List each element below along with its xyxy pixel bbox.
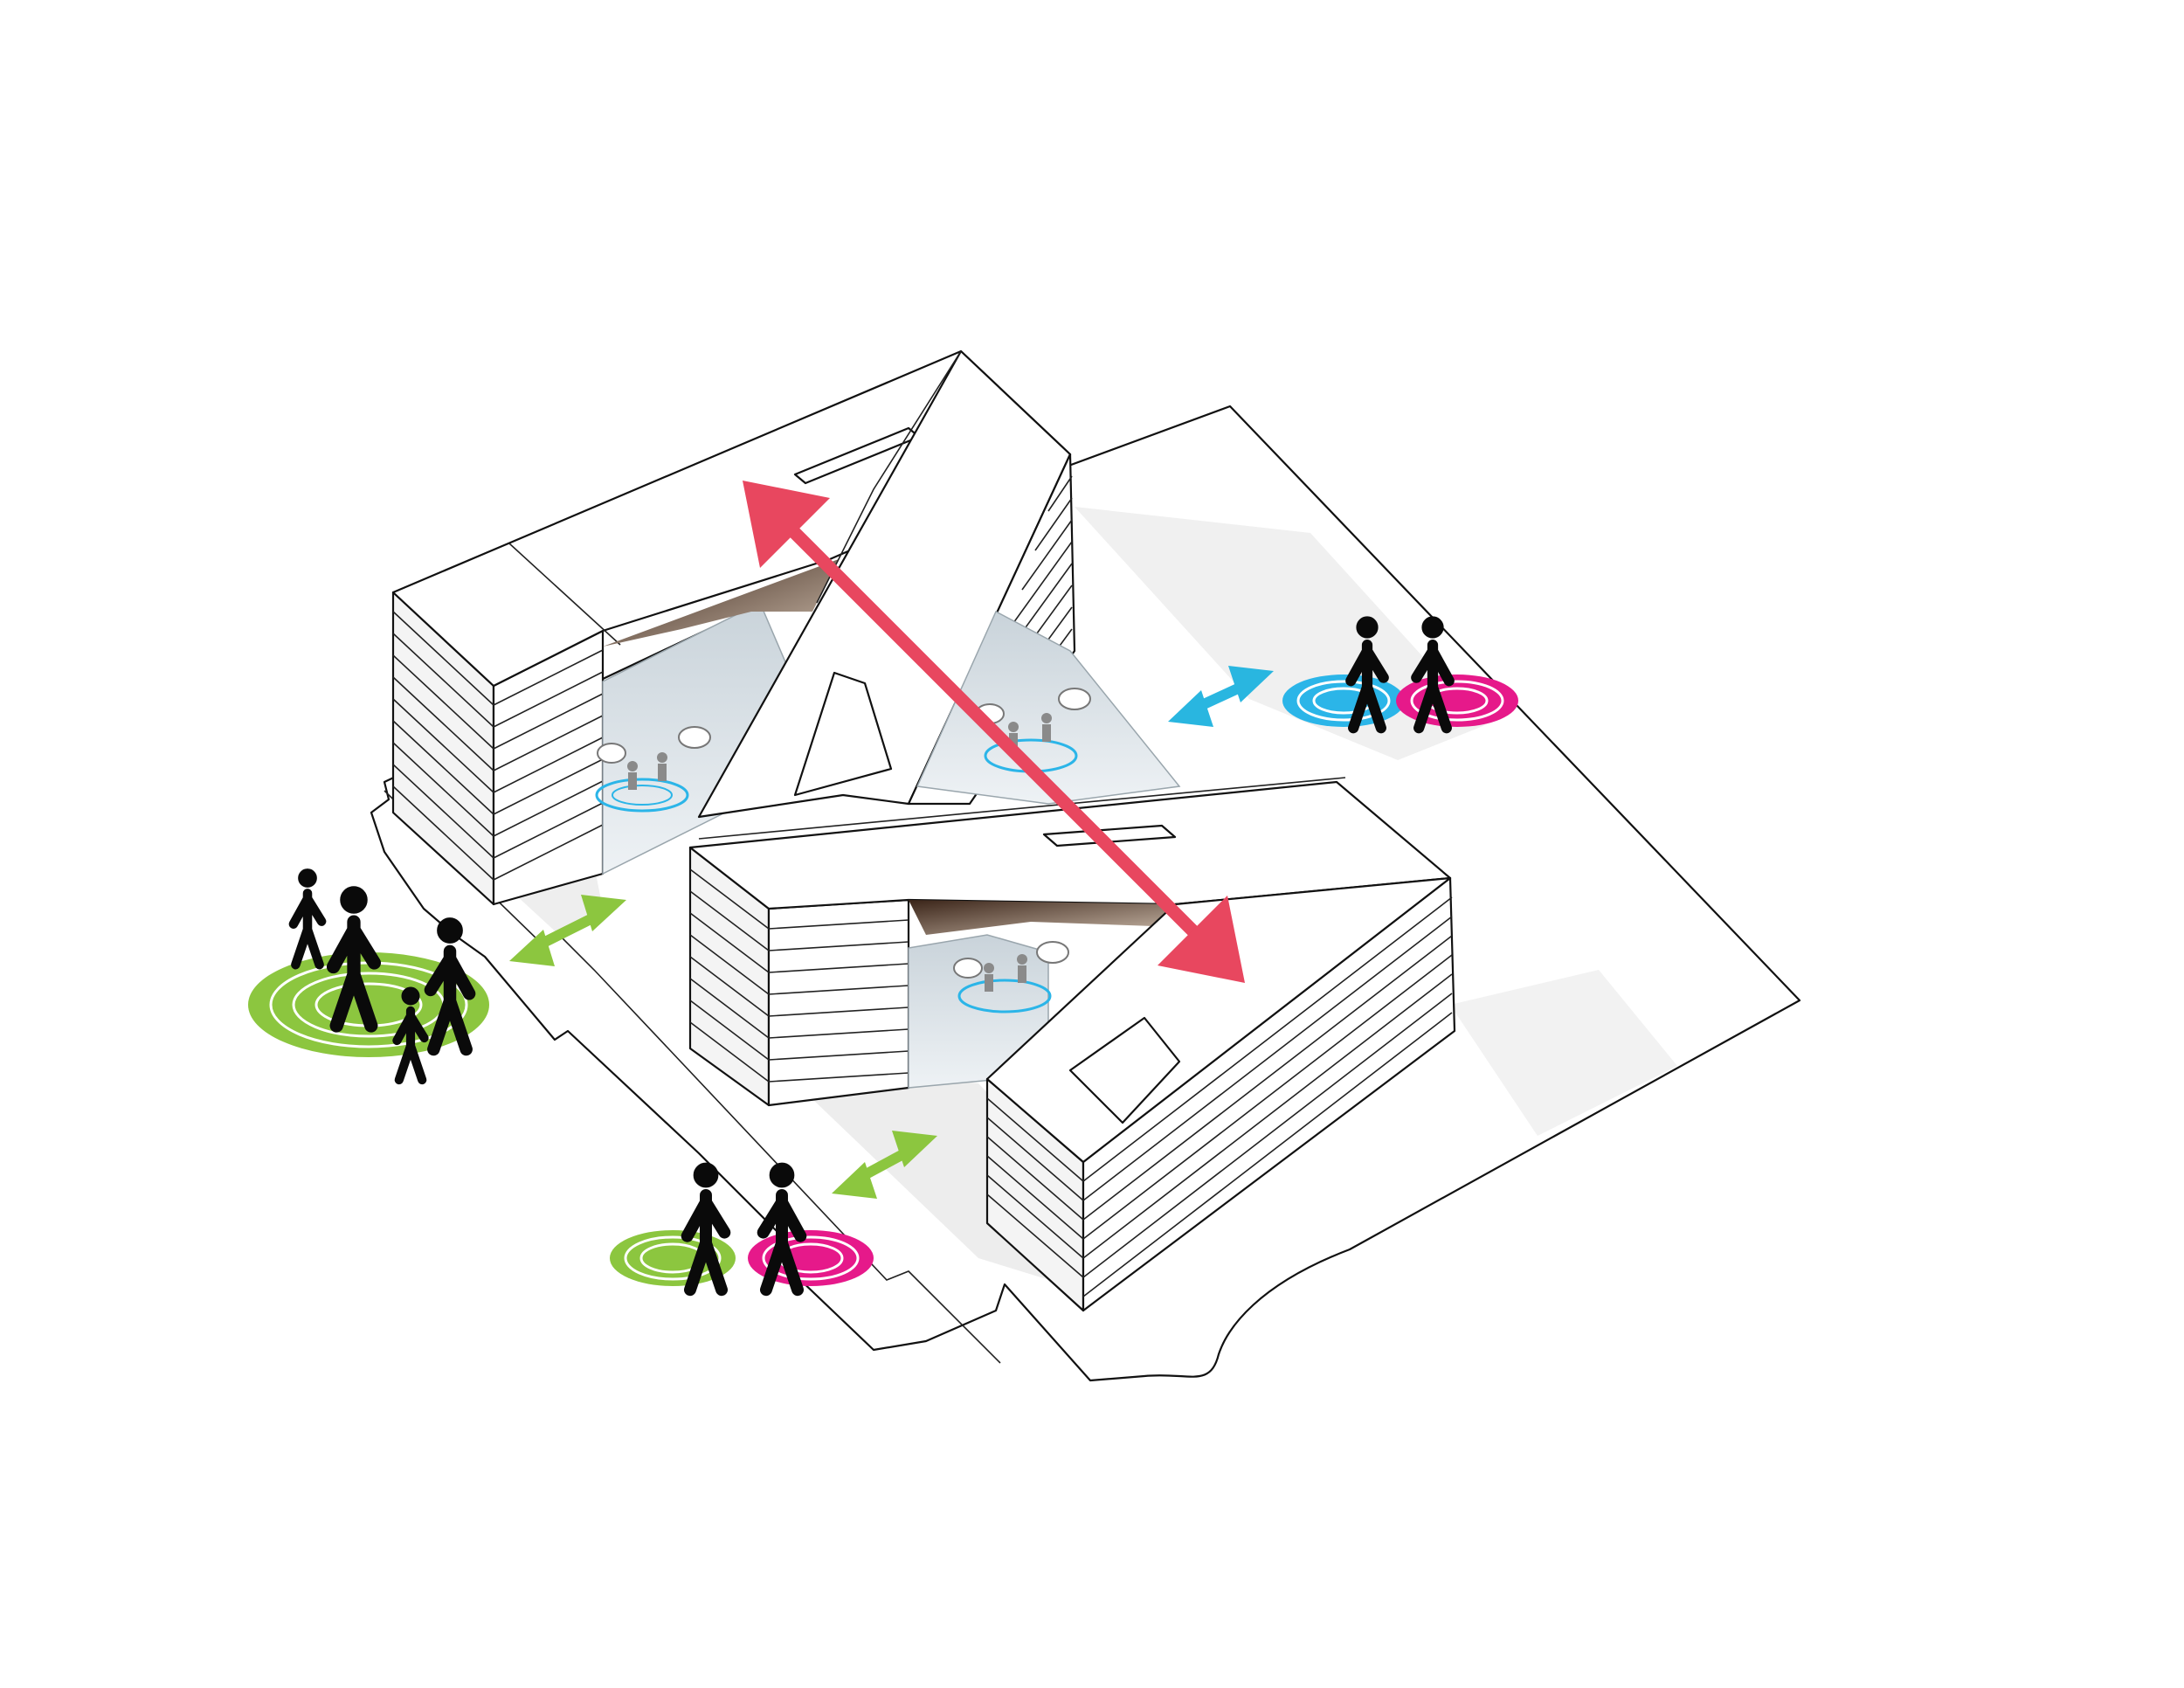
walking-person-icon <box>326 886 382 1033</box>
skylight-roof-center <box>793 671 893 797</box>
ground-shadow-right <box>1450 970 1677 1136</box>
walking-person-icon <box>681 1162 731 1297</box>
zone-courtyard-left-inner <box>612 785 673 806</box>
floor-lines-d <box>986 896 1453 1297</box>
building-rear-left <box>391 349 1072 906</box>
zone-courtyard-front <box>957 979 1052 1013</box>
speech-bubble-icon <box>597 726 711 764</box>
courtyard-void-front <box>909 900 1175 935</box>
courtyard-right <box>916 610 1181 805</box>
walking-person-icon <box>1345 616 1389 734</box>
building-front-center <box>688 777 1452 1107</box>
walking-person-icon <box>1411 616 1455 734</box>
skylight-roof-front <box>1042 824 1177 847</box>
walking-person-icon <box>424 917 476 1056</box>
courtyard-left <box>595 559 839 875</box>
speech-bubble-icon <box>953 941 1069 979</box>
glass-courtyard-right <box>916 610 1181 805</box>
pedestrian-figures <box>288 616 1455 1297</box>
seated-person-icon <box>984 954 1027 992</box>
roof-seam <box>508 543 621 646</box>
view-axis-double-arrow-icon <box>743 481 1245 983</box>
walking-person-icon <box>392 986 429 1085</box>
access-link-front-double-arrow-icon <box>832 1131 937 1199</box>
floor-lines <box>392 611 604 881</box>
glass-courtyard-front <box>908 934 1049 1089</box>
courtyard-void <box>603 559 839 647</box>
floor-lines-c <box>689 868 909 1083</box>
walking-person-icon <box>288 868 327 970</box>
walking-person-icon <box>757 1162 807 1297</box>
skylight-roof-front-right <box>1068 1016 1181 1124</box>
zone-courtyard-left <box>595 778 689 813</box>
access-link-left-double-arrow-icon <box>509 895 626 966</box>
seated-person-icon <box>627 752 667 790</box>
zone-rear-cyan-concentric-rings-icon <box>1282 675 1405 727</box>
seated-person-icon <box>1008 713 1052 751</box>
roof-seam-c <box>698 777 1346 840</box>
access-link-rear-double-arrow-icon <box>1168 666 1274 727</box>
building-front-right <box>908 876 1456 1312</box>
